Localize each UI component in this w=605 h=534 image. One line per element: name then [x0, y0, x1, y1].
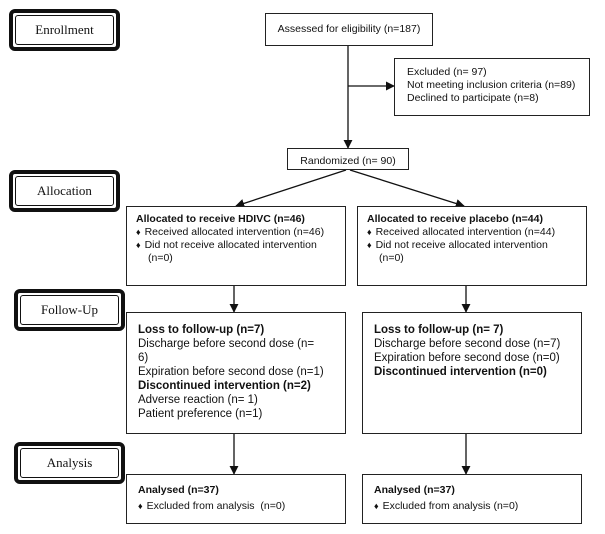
assessed-box: Assessed for eligibility (n=187): [265, 13, 433, 46]
analysis-right-excluded: Excluded from analysis (n=0): [374, 500, 581, 513]
followup-left-discharge-n: 6): [138, 352, 149, 364]
stage-analysis-label: Analysis: [46, 455, 93, 470]
allocation-left-box: Allocated to receive HDIVC (n=46) Receiv…: [126, 206, 346, 286]
allocation-right-box: Allocated to receive placebo (n=44) Rece…: [357, 206, 587, 286]
allocation-left-not-received: Did not receive allocated intervention: [136, 239, 345, 252]
stage-follow-up-label: Follow-Up: [40, 302, 99, 317]
analysis-left-title: Analysed (n=37): [138, 484, 219, 496]
allocation-right-received: Received allocated intervention (n=44): [367, 226, 586, 239]
followup-right-discontinued: Discontinued intervention (n=0): [374, 366, 547, 378]
stage-enrollment-label: Enrollment: [35, 22, 94, 37]
excluded-item: Declined to participate (n=8): [407, 92, 539, 104]
allocation-right-title: Allocated to receive placebo (n=44): [367, 213, 543, 225]
allocation-left-received: Received allocated intervention (n=46): [136, 226, 345, 239]
randomized-text: Randomized (n= 90): [300, 155, 396, 167]
randomized-box: Randomized (n= 90): [287, 148, 409, 170]
stage-follow-up: Follow-Up: [14, 289, 125, 331]
followup-right-expiration: Expiration before second dose (n=0): [374, 352, 560, 364]
excluded-title: Excluded (n= 97): [407, 66, 487, 78]
followup-right-discharge: Discharge before second dose (n=7): [374, 338, 561, 350]
followup-left-adverse: Adverse reaction (n= 1): [138, 394, 258, 406]
excluded-item: Not meeting inclusion criteria (n=89): [407, 79, 576, 91]
followup-left-box: Loss to follow-up (n=7) Discharge before…: [126, 312, 346, 434]
stage-enrollment: Enrollment: [9, 9, 120, 51]
excluded-box: Excluded (n= 97) Not meeting inclusion c…: [394, 58, 590, 116]
followup-left-expiration: Expiration before second dose (n=1): [138, 366, 324, 378]
followup-left-loss: Loss to follow-up (n=7): [138, 324, 265, 336]
followup-left-discontinued: Discontinued intervention (n=2): [138, 380, 311, 392]
analysis-left-excluded: Excluded from analysis (n=0): [138, 500, 345, 513]
analysis-left-box: Analysed (n=37) Excluded from analysis (…: [126, 474, 346, 524]
followup-right-box: Loss to follow-up (n= 7) Discharge befor…: [362, 312, 582, 434]
stage-allocation-label: Allocation: [37, 183, 92, 198]
allocation-left-not-received-n: (n=0): [148, 252, 173, 264]
allocation-left-title: Allocated to receive HDIVC (n=46): [136, 213, 305, 225]
followup-right-loss: Loss to follow-up (n= 7): [374, 324, 504, 336]
analysis-right-box: Analysed (n=37) Excluded from analysis (…: [362, 474, 582, 524]
assessed-text: Assessed for eligibility (n=187): [277, 23, 421, 35]
stage-analysis: Analysis: [14, 442, 125, 484]
analysis-right-title: Analysed (n=37): [374, 484, 455, 496]
followup-left-discharge: Discharge before second dose (n=: [138, 338, 315, 350]
arrow-randomized-to-left: [235, 169, 347, 208]
followup-left-patient-preference: Patient preference (n=1): [138, 408, 263, 420]
allocation-right-not-received: Did not receive allocated intervention: [367, 239, 586, 252]
allocation-right-not-received-n: (n=0): [379, 252, 404, 264]
stage-allocation: Allocation: [9, 170, 120, 212]
arrow-randomized-to-right: [349, 169, 465, 208]
